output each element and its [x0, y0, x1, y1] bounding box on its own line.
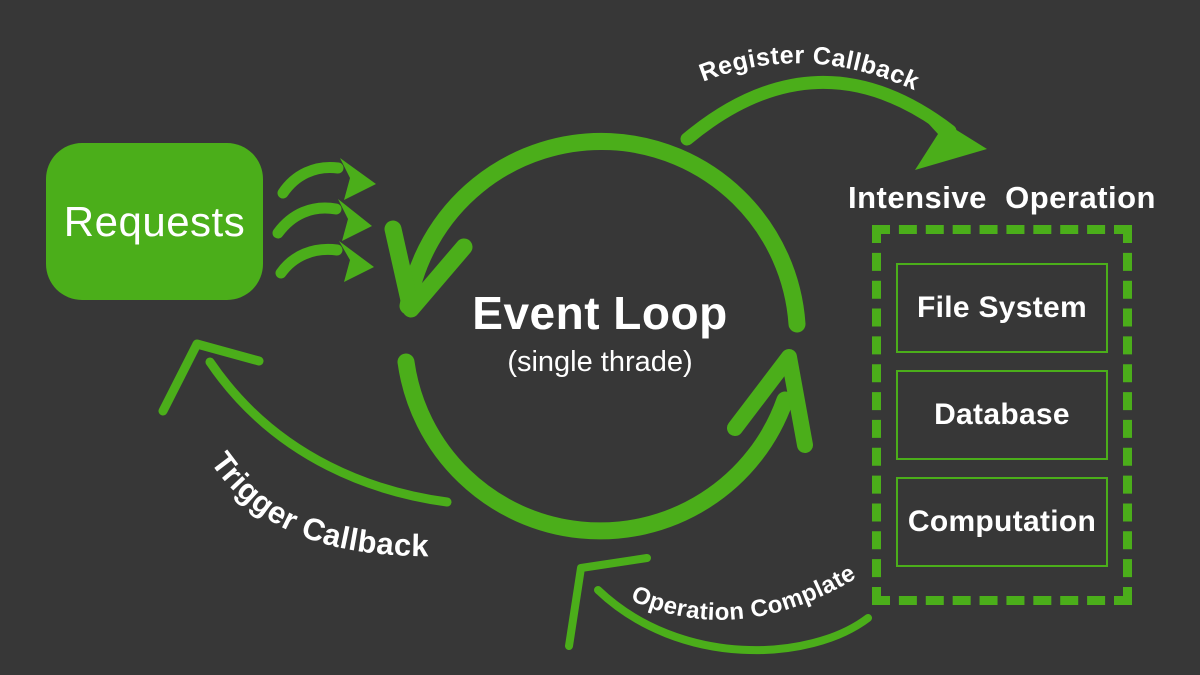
- operation-complete-label-text: Operation Complate: [628, 559, 860, 626]
- request-arrows-icon: [272, 158, 376, 282]
- requests-box: Requests: [46, 143, 263, 300]
- trigger-callback-arrow: [158, 339, 452, 507]
- request-arrow: [277, 158, 376, 200]
- requests-label: Requests: [63, 197, 246, 245]
- intensive-operation-box: File System Database Computation: [872, 225, 1132, 605]
- event-loop-circle-arrow: [384, 132, 813, 540]
- intensive-operation-item: Computation: [896, 477, 1108, 567]
- request-arrow: [272, 199, 372, 241]
- operation-complete-arrow: [565, 554, 872, 655]
- circle-top-arc: [399, 132, 806, 333]
- circle-arrowhead-right-icon: [727, 349, 813, 453]
- register-callback-arrow: [680, 76, 987, 170]
- intensive-operation-title: Intensive Operation: [847, 180, 1156, 215]
- event-loop-label: Event Loop (single thrade): [420, 290, 780, 377]
- intensive-item-label: File System: [916, 291, 1088, 324]
- intensive-item-label: Database: [934, 398, 1070, 431]
- event-loop-title: Event Loop: [472, 287, 728, 339]
- event-loop-subtitle: (single thrade): [507, 346, 693, 378]
- intensive-operation-item: File System: [896, 263, 1108, 353]
- request-arrow: [275, 241, 374, 282]
- circle-arrowhead-left-icon: [384, 220, 473, 318]
- intensive-item-label: Computation: [907, 505, 1097, 538]
- circle-bottom-arc: [397, 353, 794, 540]
- intensive-operation-item: Database: [896, 370, 1108, 460]
- operation-complete-label: Operation Complate: [628, 559, 861, 626]
